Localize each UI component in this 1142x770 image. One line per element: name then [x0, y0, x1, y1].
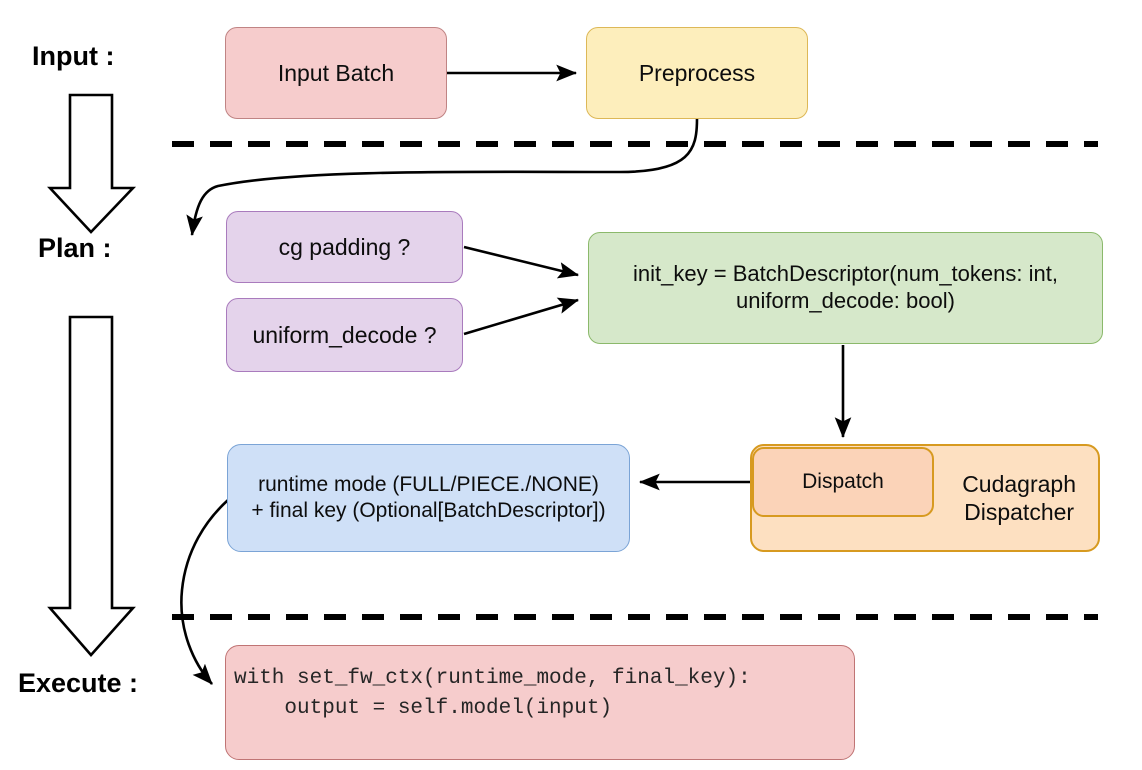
node-preprocess[interactable]: Preprocess: [586, 27, 808, 119]
stage-label-plan: Plan :: [38, 233, 112, 263]
node-init-key[interactable]: init_key = BatchDescriptor(num_tokens: i…: [588, 232, 1103, 344]
node-input-batch[interactable]: Input Batch: [225, 27, 447, 119]
node-preprocess-label: Preprocess: [638, 59, 756, 86]
input-to-plan-arrow: [47, 93, 137, 234]
node-cg-padding-label: cg padding ?: [278, 233, 411, 260]
node-execute-code-label: with set_fw_ctx(runtime_mode, final_key)…: [234, 667, 751, 721]
node-cudagraph-dispatcher-label: Cudagraph Dispatcher: [962, 470, 1076, 525]
edge-uniform-decode-to-init-key: [463, 297, 579, 336]
node-dispatch-label: Dispatch: [802, 470, 884, 494]
node-uniform-decode[interactable]: uniform_decode ?: [226, 298, 463, 372]
node-cg-padding[interactable]: cg padding ?: [226, 211, 463, 283]
node-input-batch-label: Input Batch: [277, 59, 395, 86]
node-init-key-label: init_key = BatchDescriptor(num_tokens: i…: [633, 261, 1058, 313]
stage-label-execute: Execute :: [18, 668, 139, 698]
edge-runtime-mode-to-execute-code: [180, 499, 229, 685]
node-runtime-mode[interactable]: runtime mode (FULL/PIECE./NONE) + final …: [227, 444, 630, 552]
plan-to-execute-arrow: [47, 315, 136, 657]
node-execute-code[interactable]: with set_fw_ctx(runtime_mode, final_key)…: [225, 645, 855, 760]
edge-cg-padding-to-init-key: [463, 245, 580, 279]
node-runtime-mode-label: runtime mode (FULL/PIECE./NONE) + final …: [251, 473, 606, 522]
node-uniform-decode-label: uniform_decode ?: [252, 321, 437, 348]
node-dispatch[interactable]: Dispatch: [752, 447, 934, 517]
stage-label-input: Input :: [32, 41, 115, 71]
